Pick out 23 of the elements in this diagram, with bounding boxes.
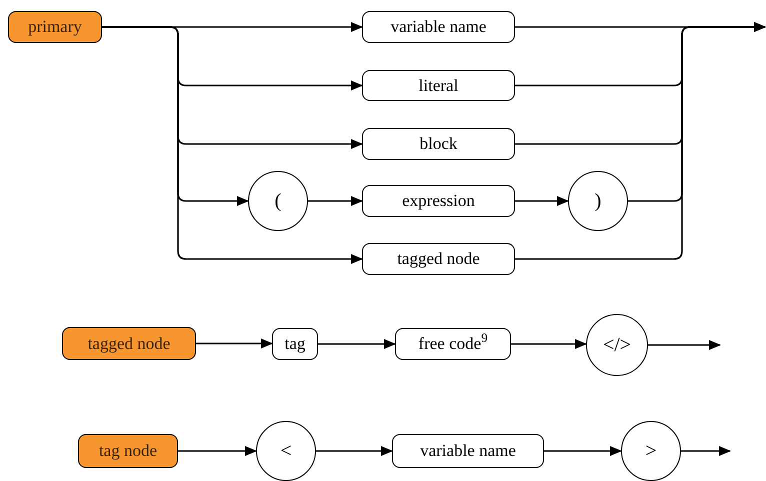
nonterminal-box: block — [362, 128, 515, 160]
nonterminal-box: tagged node — [362, 243, 515, 275]
nonterminal-box: variable name — [362, 11, 515, 43]
rule-name: tag node — [78, 434, 178, 468]
arrow — [648, 340, 721, 350]
arrow — [515, 22, 766, 260]
arrow — [196, 338, 273, 348]
nonterminal-box: expression — [362, 185, 515, 217]
arrow — [511, 339, 587, 349]
arrow — [308, 196, 363, 206]
nonterminal-box: literal — [362, 70, 515, 101]
arrow — [681, 446, 731, 456]
arrow — [544, 446, 622, 456]
arrow — [178, 446, 257, 456]
nonterminal-box: free code$^{9}$ — [395, 328, 511, 360]
arrow — [515, 196, 569, 206]
nonterminal-box: variable name — [392, 434, 544, 468]
nonterminal-box: tag — [272, 328, 318, 360]
arrow — [316, 446, 393, 456]
arrow — [318, 339, 396, 349]
arrow — [102, 26, 363, 264]
rule-name: primary — [8, 11, 102, 43]
rule-name: tagged node — [62, 327, 196, 360]
